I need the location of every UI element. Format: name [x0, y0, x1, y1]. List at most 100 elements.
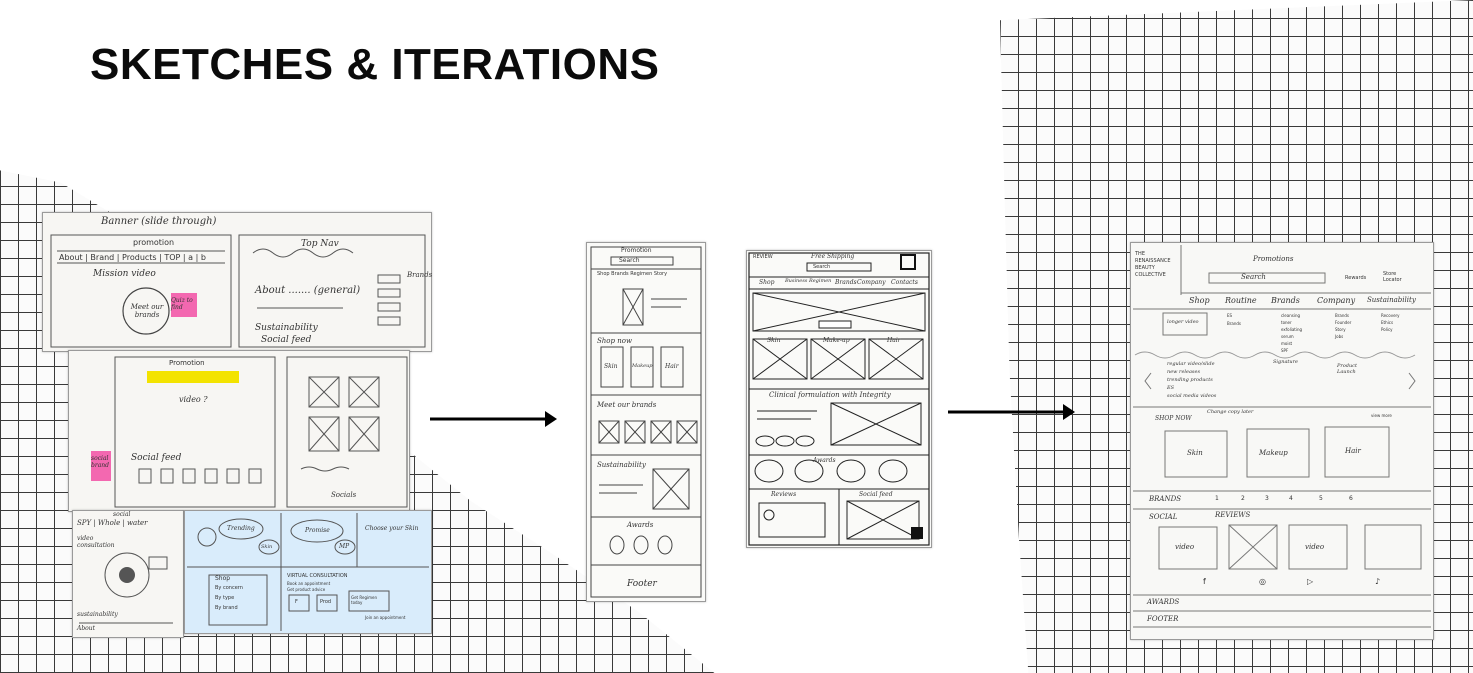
bubble-skin: Skin — [261, 544, 273, 550]
c-cat-skin: Skin — [767, 337, 781, 344]
d-slider-note-2: trending products — [1167, 377, 1213, 383]
social-brand-sticky — [91, 451, 111, 481]
d-nav-routine: Routine — [1225, 296, 1257, 305]
c-clinical: Clinical formulation with Integrity — [769, 391, 891, 399]
d-nav-company: Company — [1317, 296, 1356, 305]
b-search: Search — [619, 257, 640, 264]
sketch-a-mid: Promotion video ? Social feed Socials so… — [68, 350, 410, 512]
virtual-flow-join: Join an appointment — [365, 615, 406, 620]
b-promotion: Promotion — [621, 247, 652, 254]
d-brand-5: 5 — [1319, 495, 1323, 502]
search-bar-highlight — [147, 371, 239, 383]
social-feed-label: Social feed — [261, 335, 312, 345]
virtual-item-advice: Get product advice — [287, 587, 326, 592]
d-mega-col4-0: Brands — [1335, 313, 1349, 318]
virtual-item-book: Book an appointment — [287, 581, 331, 586]
d-action-rewards: Rewards — [1345, 275, 1367, 281]
promotion-label: promotion — [133, 238, 175, 247]
sketch-a-bottom-left: social SPY | Whole | water video consult… — [72, 510, 184, 638]
d-slider-note-1: new releases — [1167, 369, 1201, 375]
b-shop-now: Shop now — [597, 337, 632, 345]
d-signature: Signature — [1273, 359, 1299, 365]
d-cat-skin: Skin — [1187, 449, 1203, 457]
youtube-icon: ▷ — [1307, 577, 1314, 586]
d-mega-col5-0: Recovery — [1381, 313, 1400, 318]
c-cat-hair: Hair — [887, 337, 901, 344]
bubble-trending: Trending — [227, 525, 255, 532]
c-nav-regimen: Business Regimen — [785, 278, 832, 284]
virtual-flow-prod: Prod — [320, 599, 332, 605]
d-mega-col3-5: SPF — [1281, 348, 1289, 353]
social-feed2-label: Social feed — [131, 453, 182, 463]
bubble-choose-skin: Choose your Skin — [365, 525, 419, 532]
bubble-mp: MP — [339, 543, 350, 550]
b-meet-brands: Meet our brands — [597, 401, 657, 409]
shop-item-brand: By brand — [215, 605, 238, 611]
c-nav-company: Company — [857, 279, 886, 286]
c-social-feed: Social feed — [859, 491, 893, 498]
sketch-b-lines — [590, 246, 702, 598]
d-social-video-1: video — [1175, 543, 1195, 551]
d-slider-note-3: ES — [1167, 385, 1175, 391]
instagram-icon: ◎ — [1259, 577, 1266, 586]
b-cat-hair: Hair — [665, 363, 679, 370]
quiz-sticky — [171, 293, 197, 317]
c-review: REVIEW — [753, 254, 773, 260]
shop-item-concern: By concern — [215, 585, 243, 591]
d-nav-sustainability: Sustainability — [1367, 296, 1416, 304]
social-brand-label: social brand — [91, 455, 109, 469]
d-mega-col5-1: Ethics — [1381, 320, 1394, 325]
social-label-a: social — [113, 511, 131, 518]
d-nav-brands: Brands — [1271, 296, 1300, 305]
facebook-icon: f — [1203, 577, 1206, 586]
b-nav: Shop Brands Regimen Story — [597, 271, 668, 277]
mission-label: Mission video — [93, 269, 156, 279]
sketch-a-top-lines — [50, 234, 426, 348]
nav-label: About | Brand | Products | TOP | a | b — [59, 253, 206, 262]
d-change-copy: Change copy later — [1207, 409, 1254, 415]
c-nav-contacts: Contacts — [891, 279, 918, 286]
meet-label: Meet our brands — [130, 303, 164, 319]
tiktok-icon: ♪ — [1375, 577, 1381, 586]
d-promotions: Promotions — [1253, 255, 1294, 263]
virtual-flow-regimen: Get Regimen today — [351, 595, 378, 605]
brands-label: Brands — [407, 271, 433, 279]
d-product-launch: Product Launch — [1337, 363, 1357, 375]
c-cat-makeup: Make-up — [823, 337, 850, 344]
d-action-store: Store Locator — [1383, 271, 1402, 283]
socials-label: Socials — [331, 491, 357, 499]
d-mega-col1: longer video — [1167, 319, 1199, 325]
c-nav-brands: Brands — [835, 279, 857, 286]
sustainability-label: Sustainability — [255, 323, 318, 333]
d-social: SOCIAL — [1149, 513, 1178, 521]
virtual-label: VIRTUAL CONSULTATION — [287, 573, 348, 579]
sketch-d-lines — [1133, 245, 1431, 628]
sketch-c-lines — [748, 252, 930, 546]
banner-label: Banner (slide through) — [101, 216, 217, 227]
sketch-a-mid-lines — [114, 356, 408, 508]
about-label: About ....... (general) — [255, 285, 361, 296]
b-cat-skin: Skin — [604, 363, 618, 370]
sketch-a-blue-lines — [187, 513, 429, 631]
about-small-label: About — [77, 625, 96, 632]
d-mega-col4-3: Jobs — [1335, 334, 1344, 339]
d-brand-1: 1 — [1215, 495, 1219, 502]
d-slider-note-4: social media videos — [1167, 393, 1217, 399]
c-reviews: Reviews — [771, 491, 797, 498]
d-logo: THE RENAISSANCE BEAUTY COLLECTIVE — [1135, 251, 1171, 278]
d-view-more: view more — [1371, 413, 1392, 418]
d-mega-col3-0: cleansing — [1281, 313, 1301, 318]
shop-label: Shop — [215, 575, 231, 582]
d-footer: FOOTER — [1147, 615, 1179, 623]
d-cat-makeup: Makeup — [1259, 449, 1288, 457]
c-free-shipping: Free Shipping — [811, 253, 855, 260]
c-nav-shop: Shop — [759, 279, 775, 286]
bubble-promise: Promise — [305, 527, 330, 534]
sketch-d: THE RENAISSANCE BEAUTY COLLECTIVE Promot… — [1130, 242, 1434, 640]
d-mega-col4-2: Story — [1335, 327, 1346, 332]
virtual-flow-f: F — [295, 599, 298, 605]
b-sustainability: Sustainability — [597, 461, 646, 469]
d-nav-shop: Shop — [1189, 296, 1210, 305]
d-brand-3: 3 — [1265, 495, 1269, 502]
video-consult-label: video consultation — [77, 535, 115, 549]
